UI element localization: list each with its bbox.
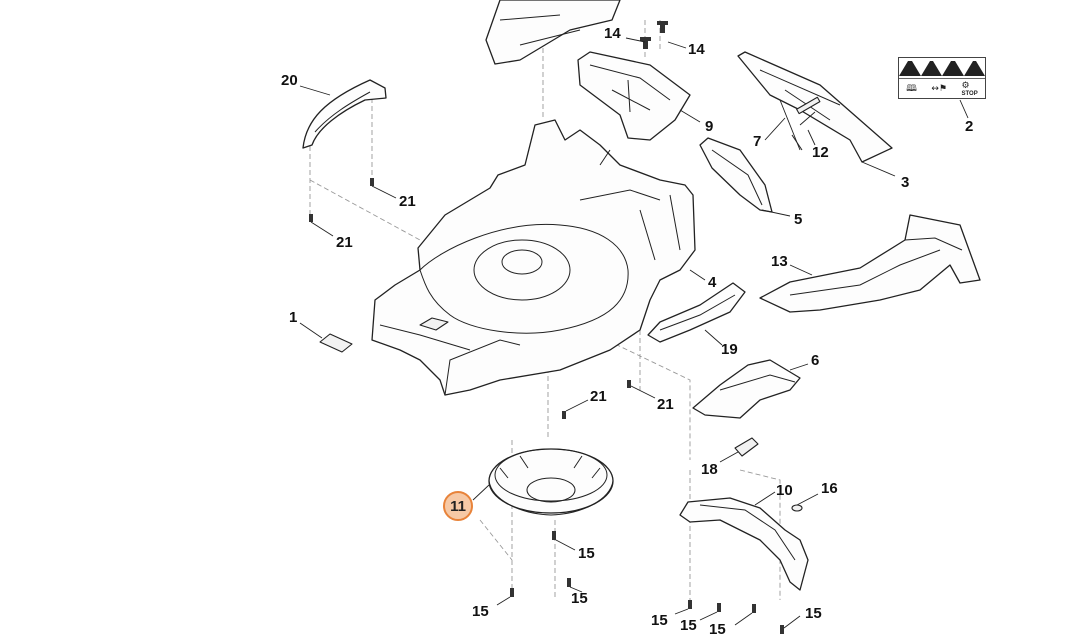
- label-15b[interactable]: 15: [472, 603, 489, 620]
- part-10: [679, 497, 809, 591]
- warning-sticker-icon: [899, 60, 921, 76]
- stop-sign-icon: ⚙STOP: [961, 81, 978, 97]
- screw-14b: [657, 21, 668, 33]
- part-18: [734, 437, 759, 457]
- label-21b[interactable]: 21: [336, 234, 353, 251]
- label-12[interactable]: 12: [812, 144, 829, 161]
- screw-15a: [552, 531, 556, 540]
- label-9[interactable]: 9: [705, 118, 714, 135]
- manual-book-icon: 🕮: [906, 84, 917, 94]
- mower-deck-housing: [371, 119, 696, 396]
- label-21c[interactable]: 21: [590, 388, 607, 405]
- label-20[interactable]: 20: [281, 72, 298, 89]
- screw-21b: [309, 214, 313, 222]
- screw-15f: [752, 604, 756, 613]
- upper-cover-fragment: [485, 0, 621, 65]
- screw-14a: [640, 37, 651, 49]
- sticker-stop-text: STOP: [961, 91, 978, 97]
- label-14b[interactable]: 14: [688, 41, 705, 58]
- label-4[interactable]: 4: [708, 274, 717, 291]
- part-6: [692, 359, 801, 419]
- part-16: [791, 504, 803, 512]
- warning-sticker-icon: [920, 60, 942, 76]
- label-13[interactable]: 13: [771, 253, 788, 270]
- part-12-link: [799, 111, 816, 126]
- label-18[interactable]: 18: [701, 461, 718, 478]
- screw-21d: [627, 380, 631, 388]
- warning-sticker-icon: [942, 60, 964, 76]
- highlighted-part-11-callout[interactable]: 11: [443, 491, 473, 521]
- screw-15c: [567, 578, 571, 587]
- label-15f[interactable]: 15: [709, 621, 726, 638]
- person-distance-icon: ↔⚑: [931, 84, 947, 94]
- label-6[interactable]: 6: [811, 352, 820, 369]
- label-7[interactable]: 7: [753, 133, 762, 150]
- part-1: [319, 333, 353, 353]
- label-21d[interactable]: 21: [657, 396, 674, 413]
- screw-15e: [717, 603, 721, 612]
- label-21a[interactable]: 21: [399, 193, 416, 210]
- label-2[interactable]: 2: [965, 118, 974, 135]
- part-2-sticker-sheet[interactable]: 🕮 ↔⚑ ⚙STOP: [898, 57, 986, 99]
- label-5[interactable]: 5: [794, 211, 803, 228]
- label-10[interactable]: 10: [776, 482, 793, 499]
- label-15g[interactable]: 15: [805, 605, 822, 622]
- warning-sticker-icon: [963, 60, 985, 76]
- screw-15b: [510, 588, 514, 597]
- screw-21c: [562, 411, 566, 419]
- screw-15g: [780, 625, 784, 634]
- label-15d[interactable]: 15: [651, 612, 668, 629]
- screw-15d: [688, 600, 692, 609]
- label-15a[interactable]: 15: [578, 545, 595, 562]
- label-16[interactable]: 16: [821, 480, 838, 497]
- label-1[interactable]: 1: [289, 309, 298, 326]
- label-14a[interactable]: 14: [604, 25, 621, 42]
- part-12: [796, 96, 821, 115]
- bracket-9: [577, 51, 691, 141]
- label-15c[interactable]: 15: [571, 590, 588, 607]
- part-11-blade-cup: [488, 448, 614, 516]
- label-15e[interactable]: 15: [680, 617, 697, 634]
- part-20: [302, 79, 387, 149]
- part-19: [647, 282, 746, 343]
- screw-21a: [370, 178, 374, 186]
- part-13: [759, 214, 981, 313]
- part-3: [737, 51, 893, 163]
- label-3[interactable]: 3: [901, 174, 910, 191]
- label-19[interactable]: 19: [721, 341, 738, 358]
